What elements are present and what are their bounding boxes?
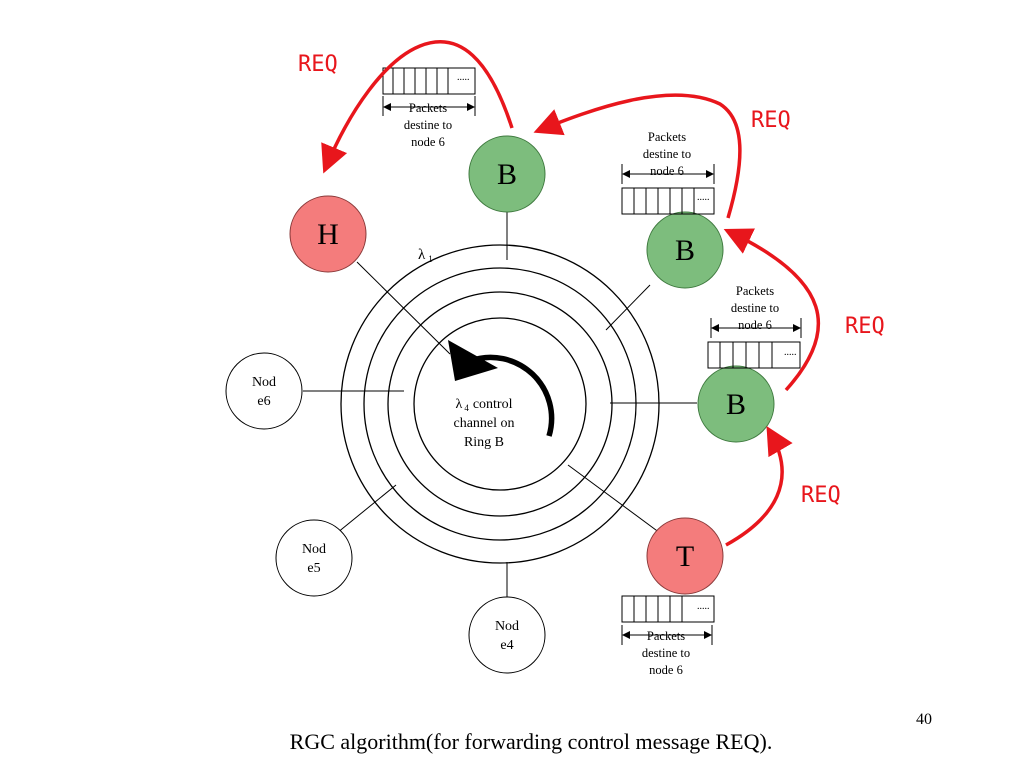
svg-text:channel on: channel on: [453, 416, 514, 431]
svg-text:H: H: [317, 218, 339, 251]
svg-text:Packets: Packets: [736, 284, 774, 298]
slide-caption: RGC algorithm(for forwarding control mes…: [290, 729, 773, 754]
ring-spokes: [303, 210, 697, 597]
svg-text:node 6: node 6: [411, 135, 445, 149]
svg-text:e5: e5: [307, 561, 320, 576]
svg-text:Ring B: Ring B: [464, 435, 504, 450]
queue-bottom-label: Packets destine to node 6: [642, 629, 690, 677]
svg-text:Packets: Packets: [648, 130, 686, 144]
req-label-4: REQ: [801, 483, 841, 508]
req-label-3: REQ: [845, 314, 885, 339]
ring-inner: [413, 317, 587, 491]
svg-text:destine to: destine to: [642, 646, 690, 660]
queue-right-lower: [707, 318, 802, 369]
svg-text:Nod: Nod: [302, 542, 326, 557]
queue-right-lower-dots: .....: [784, 347, 797, 358]
req-arrow-t-to-b: [725, 425, 793, 547]
svg-text:e6: e6: [257, 394, 270, 409]
svg-text:B: B: [497, 158, 517, 191]
req-label-2: REQ: [751, 108, 791, 133]
node-t: T: [646, 517, 724, 595]
concentric-rings: [340, 244, 660, 564]
svg-text:T: T: [676, 540, 694, 573]
rotation-arrowhead-icon: [448, 340, 498, 381]
node-b-top: B: [468, 135, 546, 213]
req-arrows: [321, 40, 821, 547]
svg-text:destine to: destine to: [643, 147, 691, 161]
req-arrow-btop-to-h: [321, 40, 514, 174]
node-5: Nod e5: [275, 519, 353, 597]
req-labels: REQ REQ REQ REQ: [298, 52, 885, 508]
svg-text:destine to: destine to: [731, 301, 779, 315]
svg-text:node 6: node 6: [650, 164, 684, 178]
svg-text:Nod: Nod: [495, 619, 519, 634]
spoke-lower-right: [567, 464, 661, 534]
spoke-upper-right: [605, 284, 651, 331]
req-arrow-b-to-b: [723, 228, 821, 392]
svg-text:Packets: Packets: [409, 101, 447, 115]
svg-text:B: B: [675, 234, 695, 267]
svg-text:destine to: destine to: [404, 118, 452, 132]
queue-upper-right: [621, 164, 715, 215]
queue-upper-right-dots: .....: [697, 192, 710, 203]
req-label-1: REQ: [298, 52, 338, 77]
queue-upper-right-label: Packets destine to node 6: [643, 130, 691, 178]
node-h: H: [289, 195, 367, 273]
svg-text:e4: e4: [500, 638, 513, 653]
ring-2: [363, 267, 637, 541]
queue-top: [382, 67, 476, 116]
ring-3: [387, 291, 613, 517]
ring-outer: [340, 244, 660, 564]
req-arrow-b-to-btop: [533, 93, 742, 219]
queue-top-label: Packets destine to node 6: [404, 101, 452, 149]
svg-text:node 6: node 6: [649, 663, 683, 677]
svg-text:node 6: node 6: [738, 318, 772, 332]
queue-bottom-dots: .....: [697, 601, 710, 612]
spoke-lower-left: [336, 484, 397, 534]
node-4: Nod e4: [468, 596, 546, 674]
queue-bottom: [621, 595, 715, 645]
queue-right-lower-label: Packets destine to node 6: [731, 284, 779, 332]
node-b-right-lower: B: [697, 365, 775, 443]
node-b-upper-right: B: [646, 211, 724, 289]
svg-text:Nod: Nod: [252, 375, 276, 390]
node-6: Nod e6: [225, 352, 303, 430]
svg-text:Packets: Packets: [647, 629, 685, 643]
rotation-arrow: [448, 340, 555, 437]
page-number: 40: [916, 711, 932, 728]
queue-top-dots: .....: [457, 72, 470, 83]
svg-text:B: B: [726, 388, 746, 421]
